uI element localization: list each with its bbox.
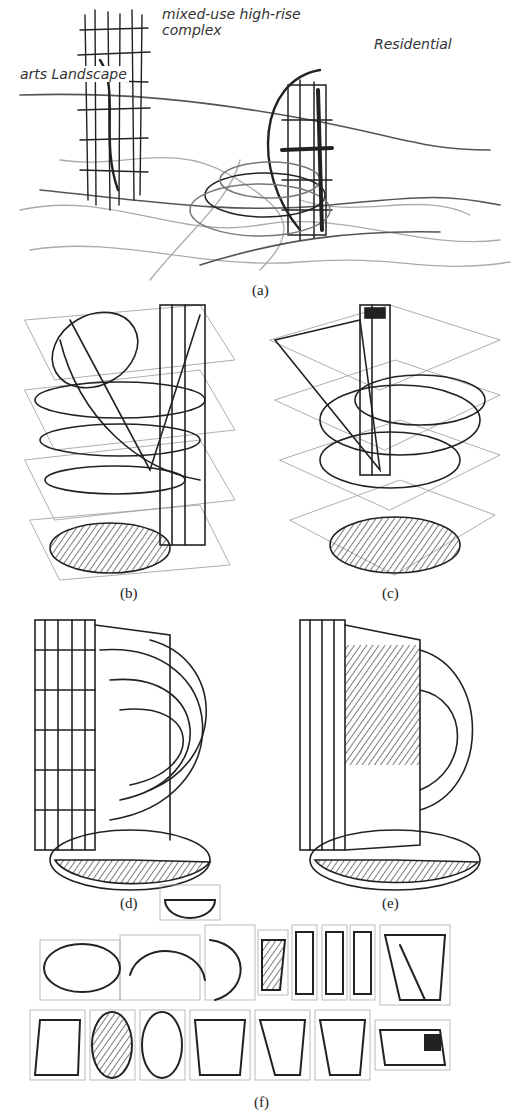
building-annotation: mixed-use high-rise complex <box>160 6 314 38</box>
site-annotation: arts Landscape <box>18 66 129 82</box>
panel-label: (d) <box>118 895 140 912</box>
panel-label: (b) <box>118 585 140 602</box>
panel-label: (c) <box>380 585 401 602</box>
panel-label: (e) <box>380 895 401 912</box>
panel-label: (f) <box>252 1094 271 1111</box>
building-annotation: Residential <box>372 36 454 52</box>
panel-label: (a) <box>250 282 271 299</box>
